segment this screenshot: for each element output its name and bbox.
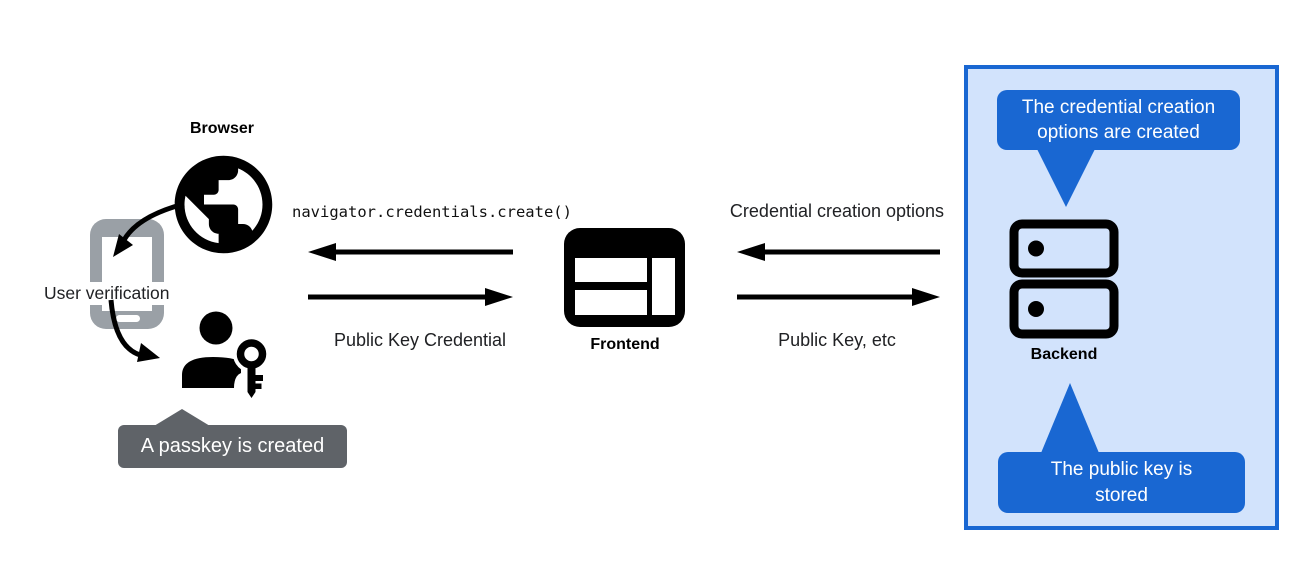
passkey-tooltip-text: A passkey is created — [140, 435, 325, 457]
passkey-tooltip-pointer — [154, 409, 210, 426]
arrow-frontend-to-browser — [308, 243, 513, 261]
backend-label: Backend — [1030, 346, 1098, 363]
public-key-callout: The public key is stored — [998, 452, 1245, 513]
arrow-backend-to-frontend — [737, 243, 940, 261]
public-key-credential-label: Public Key Credential — [333, 330, 507, 350]
person-with-key-icon — [182, 311, 270, 403]
smartphone-icon — [90, 219, 164, 329]
public-key-callout-line1: The public key is — [1050, 459, 1193, 481]
credential-options-callout: The credential creation options are crea… — [997, 90, 1240, 150]
server-stack-icon — [1009, 219, 1119, 339]
credential-creation-options-label: Credential creation options — [729, 201, 945, 221]
credential-options-callout-line2: options are created — [1037, 122, 1200, 143]
credentials-create-code-label: navigator.credentials.create() — [292, 203, 572, 221]
public-key-etc-label: Public Key, etc — [778, 330, 896, 350]
frontend-label: Frontend — [590, 336, 660, 353]
globe-icon — [174, 155, 273, 254]
credential-options-callout-pointer — [1037, 149, 1095, 207]
browser-window-icon — [564, 228, 685, 327]
arrow-browser-to-frontend — [308, 288, 513, 306]
backend-panel: The credential creation options are crea… — [964, 65, 1279, 530]
public-key-callout-pointer — [1041, 383, 1099, 453]
passkey-tooltip: A passkey is created — [118, 425, 347, 468]
credential-options-callout-line1: The credential creation — [1021, 96, 1216, 118]
public-key-callout-line2: stored — [1095, 484, 1148, 506]
user-verification-label: User verification — [41, 282, 173, 305]
key-icon — [236, 339, 267, 398]
arrow-frontend-to-backend — [737, 288, 940, 306]
browser-label: Browser — [189, 120, 255, 137]
